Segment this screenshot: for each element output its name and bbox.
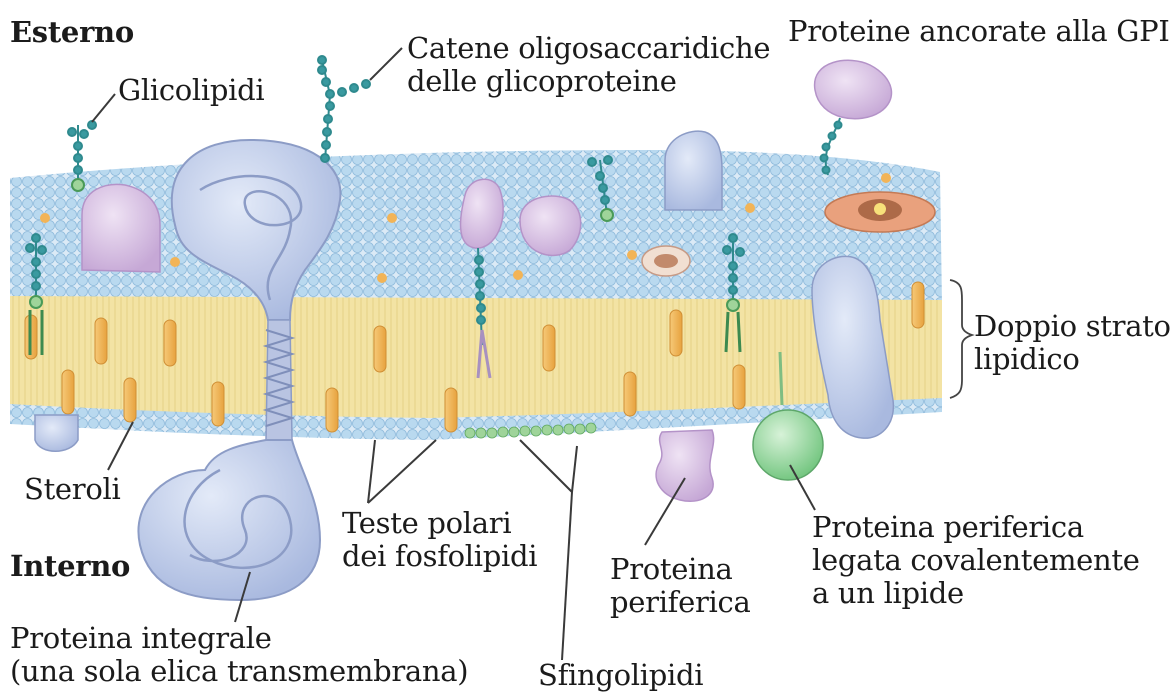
label-steroli: Steroli bbox=[24, 473, 120, 506]
label-polar-line-2: dei fosfolipidi bbox=[342, 540, 537, 573]
label-interno: Interno bbox=[10, 550, 130, 583]
label-catene-line-2: delle glicoproteine bbox=[407, 65, 770, 98]
bilayer-brace bbox=[950, 280, 972, 398]
label-integral-line-2: (una sola elica transmembrana) bbox=[10, 655, 468, 688]
gpi-anchored-protein bbox=[815, 60, 935, 232]
label-lipid-linked-protein: Proteina periferica legata covalentement… bbox=[812, 511, 1140, 610]
label-catene-line-1: Catene oligosaccaridiche bbox=[407, 32, 770, 65]
protein-blue-top bbox=[665, 131, 722, 210]
label-doppio-strato: Doppio strato lipidico bbox=[974, 310, 1171, 376]
label-peripheral-line-2: periferica bbox=[610, 586, 750, 619]
label-gpi-proteins: Proteine ancorate alla GPI bbox=[788, 15, 1170, 48]
label-polar-line-1: Teste polari bbox=[342, 507, 537, 540]
label-peripheral-line-1: Proteina bbox=[610, 553, 750, 586]
label-lipid-linked-line-2: legata covalentemente bbox=[812, 544, 1140, 577]
label-bilayer-line-2: lipidico bbox=[974, 343, 1171, 376]
label-lipid-linked-line-3: a un lipide bbox=[812, 577, 1140, 610]
label-proteina-integrale: Proteina integrale (una sola elica trans… bbox=[10, 622, 468, 688]
label-esterno: Esterno bbox=[10, 16, 134, 49]
peripheral-protein bbox=[656, 430, 714, 501]
pore-protein bbox=[642, 246, 690, 276]
label-proteina-periferica: Proteina periferica bbox=[610, 553, 750, 619]
label-glicolipidi: Glicolipidi bbox=[118, 74, 264, 107]
label-lipid-linked-line-1: Proteina periferica bbox=[812, 511, 1140, 544]
label-integral-line-1: Proteina integrale bbox=[10, 622, 468, 655]
protein-purple-mid bbox=[520, 196, 581, 255]
lipid-tail-layer bbox=[10, 296, 942, 422]
label-sfingolipidi: Sfingolipidi bbox=[538, 659, 703, 692]
protein-blue-bottom-left bbox=[35, 415, 78, 451]
glycoprotein-chain-top bbox=[318, 56, 370, 162]
label-bilayer-line-1: Doppio strato bbox=[974, 310, 1171, 343]
protein-purple-left bbox=[82, 184, 160, 272]
label-catene-oligosaccaridiche: Catene oligosaccaridiche delle glicoprot… bbox=[407, 32, 770, 98]
label-teste-polari: Teste polari dei fosfolipidi bbox=[342, 507, 537, 573]
